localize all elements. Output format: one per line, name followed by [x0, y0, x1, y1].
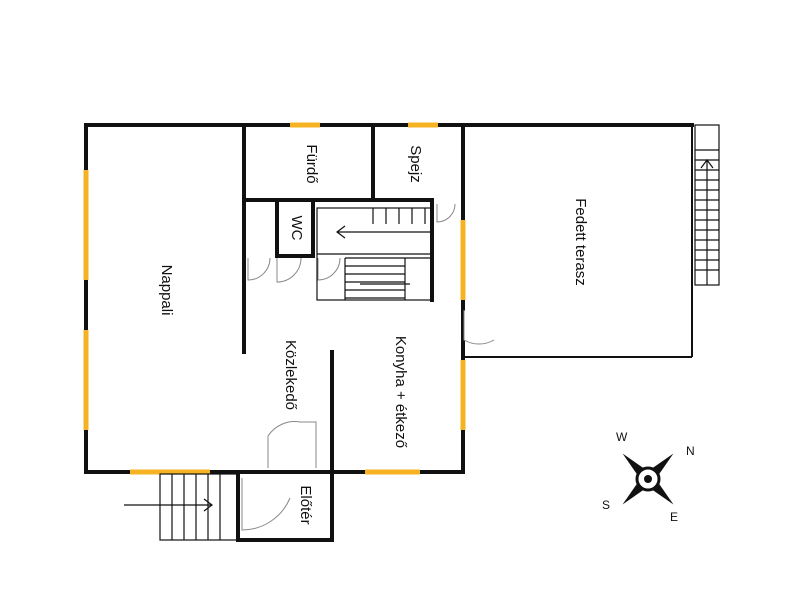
door-wc — [276, 257, 302, 283]
room-label-nappali: Nappali — [158, 265, 175, 316]
compass-west: W — [616, 430, 628, 444]
compass-south: S — [602, 498, 610, 512]
room-label-kozlekedo: Közlekedő — [282, 340, 299, 410]
compass-rose: N E S W — [602, 430, 695, 524]
room-label-furdo: Fürdő — [303, 144, 320, 183]
door-kozlekedo — [267, 421, 317, 468]
room-labels: Nappali Fürdő Spejz WC Fedett terasz Köz… — [158, 144, 589, 524]
room-label-eloter: Előtér — [297, 485, 314, 524]
compass-east: E — [670, 510, 678, 524]
room-label-wc: WC — [288, 216, 305, 241]
interior-walls — [236, 123, 434, 542]
windows — [83, 122, 466, 475]
interior-stairs — [316, 207, 433, 301]
door-terrace — [463, 310, 495, 345]
room-label-konyha: Konyha + étkező — [392, 336, 409, 448]
entrance-stairs — [124, 473, 239, 541]
door-furdo — [247, 257, 271, 281]
door-entrance — [241, 478, 291, 531]
door-top-right — [436, 203, 456, 223]
terrace-stairs — [694, 124, 720, 286]
room-label-spejz: Spejz — [407, 145, 424, 183]
doors — [241, 203, 495, 531]
room-label-fedett-terasz: Fedett terasz — [572, 198, 589, 286]
compass-north: N — [686, 444, 695, 458]
door-spejz — [317, 257, 341, 281]
